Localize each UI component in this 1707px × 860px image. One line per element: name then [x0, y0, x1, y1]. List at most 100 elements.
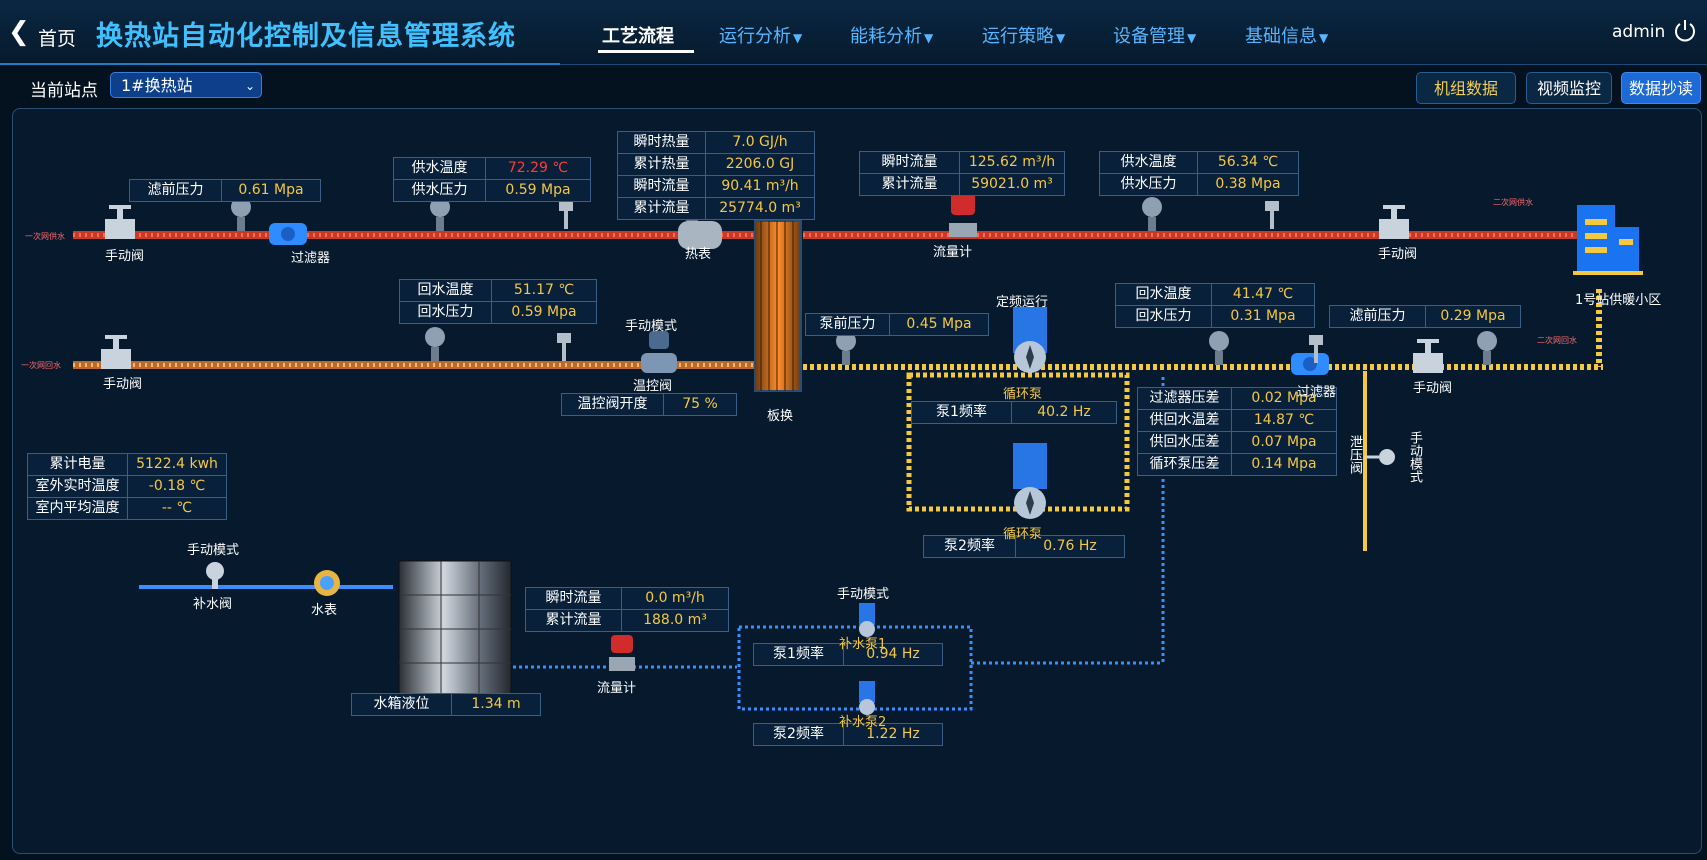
component-label: 循环泵	[1003, 527, 1043, 542]
component-label: 手动阀	[1413, 381, 1453, 396]
manual-valve-icon[interactable]	[1379, 205, 1409, 239]
plate-heat-exchanger[interactable]	[754, 220, 802, 392]
makeup-pump-icon[interactable]	[859, 603, 875, 637]
readout-value: 75 %	[682, 396, 718, 412]
component-label: 手动模式	[837, 587, 890, 602]
flow-meter-icon[interactable]	[609, 635, 635, 671]
filter-icon[interactable]	[269, 223, 307, 245]
video-monitor-button[interactable]: 视频监控	[1526, 72, 1612, 104]
nav-label: 设备管理	[1113, 26, 1185, 47]
nav-device-management[interactable]: 设备管理▼	[1113, 22, 1196, 48]
back-chevron-icon[interactable]: ❮	[8, 17, 30, 47]
makeup-pump1-frequency-box: 泵1频率 0.94 Hz	[753, 643, 943, 666]
circulation-pump-icon[interactable]	[1013, 443, 1047, 519]
readout-value: 0.29 Mpa	[1440, 308, 1506, 324]
nav-process-flow[interactable]: 工艺流程	[602, 22, 674, 48]
pressure-gauge-icon	[1142, 197, 1162, 231]
home-link[interactable]: 首页	[38, 28, 77, 50]
manual-valve-icon[interactable]	[105, 205, 135, 239]
readout-label: 累计电量	[28, 454, 128, 476]
nav-basic-info[interactable]: 基础信息▼	[1245, 22, 1328, 48]
readout-label: 供回水温差	[1138, 410, 1232, 432]
building-icon[interactable]	[1573, 205, 1643, 275]
manual-valve-icon[interactable]	[101, 335, 131, 369]
readout-value: 0.38 Mpa	[1215, 176, 1281, 192]
readout-label: 瞬时流量	[618, 176, 706, 198]
readout-value: 59021.0 m³	[971, 176, 1053, 192]
readout-value: 188.0 m³	[643, 612, 707, 628]
water-tank-icon[interactable]	[398, 560, 512, 700]
thermometer-icon	[1309, 335, 1323, 363]
temp-control-valve-icon[interactable]	[641, 331, 677, 373]
readout-value: 40.2 Hz	[1037, 404, 1091, 420]
component-label: 温控阀	[633, 379, 673, 394]
readout-label: 回水温度	[400, 280, 492, 302]
component-label: 手动阀	[1378, 247, 1418, 262]
pipe-label: 二次网回水	[1537, 336, 1577, 345]
component-label: 板换	[767, 409, 794, 424]
component-label: 补水阀	[193, 597, 233, 612]
readout-label: 回水温度	[1116, 284, 1212, 306]
component-label: 手动模式	[625, 319, 678, 334]
flow-meter-icon[interactable]	[949, 193, 977, 237]
water-meter-icon	[314, 570, 340, 596]
makeup-pump-icon[interactable]	[859, 681, 875, 715]
readout-value: 0.61 Mpa	[238, 182, 304, 198]
component-label: 定频运行	[996, 295, 1049, 310]
component-label: 循环泵	[1003, 387, 1043, 402]
readout-label: 泵2频率	[754, 724, 844, 745]
filter-icon[interactable]	[1291, 353, 1329, 375]
readout-label: 循环泵压差	[1138, 454, 1232, 475]
component-label: 手动模式	[1407, 431, 1422, 483]
component-label: 过滤器	[1297, 385, 1337, 400]
readout-label: 瞬时热量	[618, 132, 706, 154]
power-icon[interactable]	[1672, 18, 1698, 44]
nav-label: 工艺流程	[602, 26, 674, 47]
caret-down-icon: ▼	[1319, 31, 1329, 45]
readout-value: 0.59 Mpa	[505, 182, 571, 198]
manual-valve-icon[interactable]	[1413, 339, 1443, 373]
readout-label: 水箱液位	[352, 694, 452, 715]
readout-value: 56.34 ℃	[1198, 152, 1298, 174]
makeup-valve-icon[interactable]	[206, 562, 224, 589]
data-reading-button[interactable]: 数据抄读	[1621, 72, 1701, 104]
relief-valve-icon[interactable]	[1365, 449, 1395, 465]
readout-value: 0.94 Hz	[866, 646, 920, 662]
readout-label: 泵1频率	[754, 644, 844, 665]
readout-label: 供水压力	[1100, 174, 1198, 195]
nav-operation-strategy[interactable]: 运行策略▼	[982, 22, 1065, 48]
nav-label: 运行分析	[719, 26, 791, 47]
pipe-label: 一次网供水	[25, 232, 65, 241]
circulation-pump-icon[interactable]	[1013, 307, 1047, 373]
thermometer-icon	[557, 333, 571, 361]
readout-value: -0.18 ℃	[128, 476, 226, 498]
nav-operation-analysis[interactable]: 运行分析▼	[719, 22, 802, 48]
component-label: 1号站供暖小区	[1575, 293, 1662, 308]
pressure-gauge-icon	[1477, 331, 1497, 365]
component-label: 手动阀	[105, 249, 145, 264]
unit-data-button[interactable]: 机组数据	[1416, 72, 1516, 104]
readout-value: 0.14 Mpa	[1251, 456, 1317, 472]
readout-value: -- ℃	[161, 500, 193, 516]
nav-energy-analysis[interactable]: 能耗分析▼	[850, 22, 933, 48]
readout-value: 0.02 Mpa	[1232, 388, 1336, 410]
nav-label: 运行策略	[982, 26, 1054, 47]
component-label: 水表	[311, 603, 338, 618]
readout-label: 室内平均温度	[28, 498, 128, 519]
readout-value: 25774.0 m³	[719, 200, 801, 216]
component-label: 手动阀	[103, 377, 143, 392]
component-label: 流量计	[933, 245, 973, 260]
readout-label: 供水压力	[394, 180, 486, 201]
readout-label: 回水压力	[1116, 306, 1212, 327]
pressure-gauge-icon	[231, 197, 251, 231]
station-select[interactable]: 1#换热站 ⌄	[110, 72, 262, 98]
readout-label: 泵1频率	[912, 402, 1012, 423]
component-label: 补水泵1	[839, 637, 887, 652]
